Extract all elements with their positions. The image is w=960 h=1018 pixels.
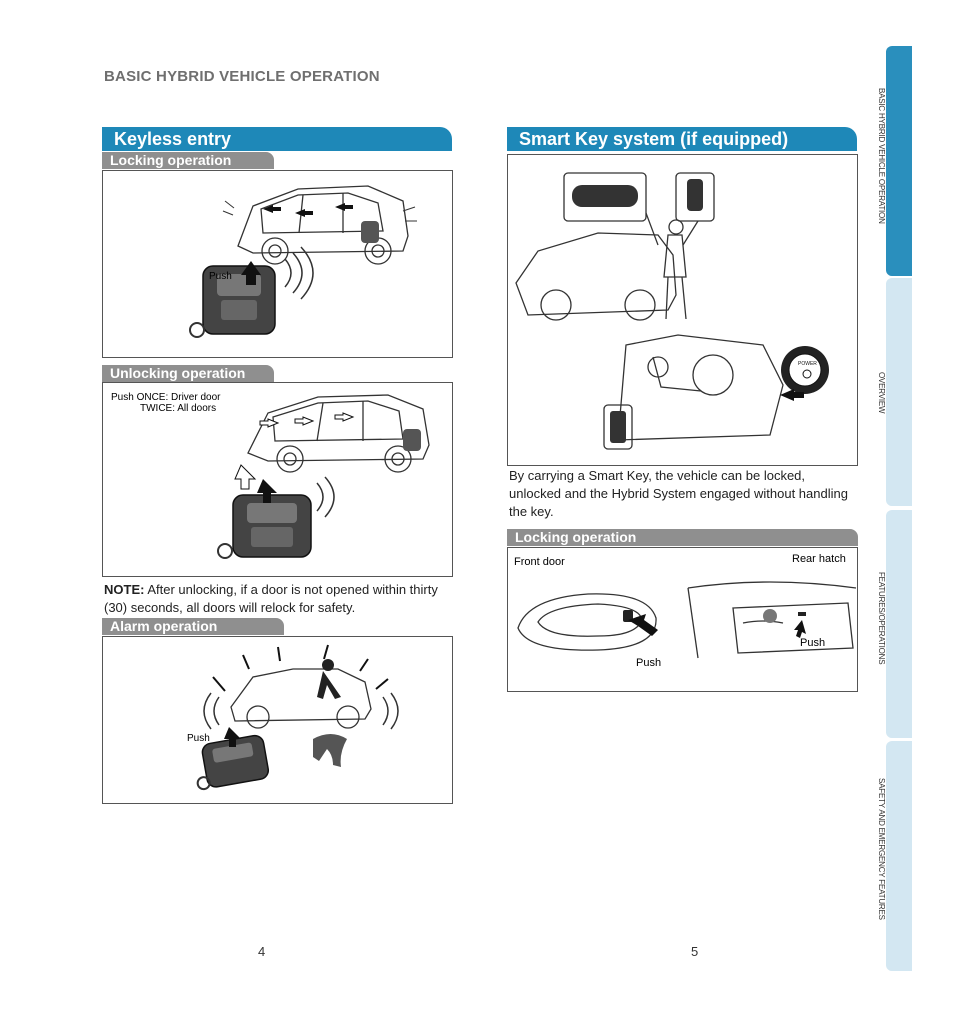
front-push-label: Push: [636, 657, 661, 669]
car-unlock-illustration: Push ONCE: Driver door TWICE: All doors: [111, 392, 430, 559]
locking-operation-subtitle: Locking operation: [102, 152, 274, 169]
rear-push-label: Push: [800, 637, 825, 649]
note-label: NOTE:: [104, 582, 145, 597]
locking-push-label: Push: [209, 271, 232, 282]
note-block: NOTE: After unlocking, if a door is not …: [104, 581, 454, 617]
alarm-push-label: Push: [187, 733, 210, 744]
alarm-operation-subtitle: Alarm operation: [102, 618, 284, 635]
tab-features[interactable]: [886, 510, 912, 738]
page-header-title: BASIC HYBRID VEHICLE OPERATION: [104, 68, 380, 85]
door-hatch-illustration: Front door Rear hatch Push Push: [514, 553, 857, 669]
power-label: POWER: [798, 361, 817, 367]
tab-label-basic: BASIC HYBRID VEHICLE OPERATION: [877, 88, 886, 224]
rear-hatch-label: Rear hatch: [792, 553, 846, 565]
front-door-label: Front door: [514, 556, 565, 568]
smart-key-locking-illustration: Front door Rear hatch Push Push: [507, 547, 858, 692]
tab-label-features: FEATURES/OPERATIONS: [877, 572, 886, 665]
page-number-left: 4: [258, 944, 266, 959]
unlock-line2: TWICE: All doors: [140, 403, 216, 414]
car-lock-illustration: Push: [189, 185, 417, 338]
smart-key-scene: POWER: [515, 172, 829, 450]
locking-illustration: Push: [102, 170, 453, 358]
tab-overview[interactable]: [886, 278, 912, 506]
unlocking-operation-subtitle: Unlocking operation: [102, 365, 274, 382]
unlock-line1: Push ONCE: Driver door: [111, 392, 221, 403]
alarm-illustration: Push: [102, 636, 453, 804]
tab-label-overview: OVERVIEW: [877, 372, 886, 414]
smart-key-locking-subtitle: Locking operation: [507, 529, 858, 546]
note-text: After unlocking, if a door is not opened…: [104, 582, 438, 615]
page-number-right: 5: [691, 944, 699, 959]
tab-safety[interactable]: [886, 741, 912, 971]
keyless-entry-title: Keyless entry: [102, 127, 452, 151]
smart-key-illustration: POWER: [507, 154, 858, 466]
unlocking-illustration: Push ONCE: Driver door TWICE: All doors: [102, 382, 453, 577]
tab-label-safety: SAFETY AND EMERGENCY FEATURES: [877, 778, 886, 920]
car-alarm-illustration: Push: [187, 644, 399, 791]
smart-key-title: Smart Key system (if equipped): [507, 127, 857, 151]
tab-basic-hybrid[interactable]: [886, 46, 912, 276]
smart-key-description: By carrying a Smart Key, the vehicle can…: [509, 468, 848, 519]
